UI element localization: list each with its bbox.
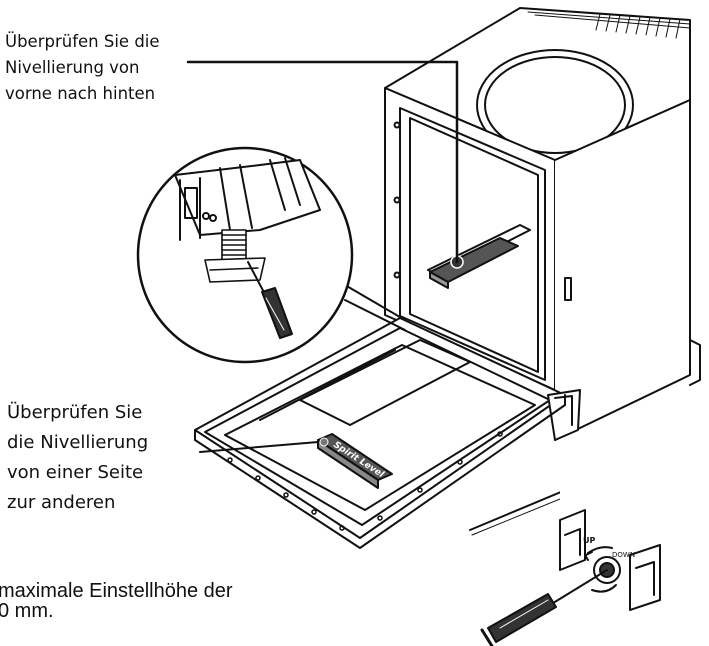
annotation-line: Überprüfen Sie xyxy=(7,402,143,423)
dishwasher-cabinet xyxy=(384,7,701,441)
caption: maximale Einstellhöhe der 0 mm. xyxy=(0,581,233,621)
leader-line-side xyxy=(199,441,319,453)
annotation-side-to-side: Überprüfen Sie die Nivellierung von eine… xyxy=(7,398,148,518)
annotation-line: von einer Seite xyxy=(7,462,144,483)
magnifier-detail xyxy=(136,146,406,364)
down-text: DOWN xyxy=(612,551,635,559)
level-bubble-side-side xyxy=(319,437,329,447)
dishwasher-door: Spirit Level xyxy=(194,317,581,549)
annotation-line: zur anderen xyxy=(7,492,116,513)
annotation-line: die Nivellierung xyxy=(7,432,149,453)
caption-line: 0 mm. xyxy=(0,600,54,622)
leader-line-top xyxy=(186,60,459,264)
up-text: UP xyxy=(583,536,595,545)
annotation-line: Nivellierung von xyxy=(5,58,140,77)
annotation-front-to-back: Überprüfen Sie die Nivellierung von vorn… xyxy=(5,29,160,107)
caption-line: maximale Einstellhöhe der xyxy=(0,580,233,602)
adjustment-detail: UP DOWN xyxy=(469,420,709,646)
annotation-line: Überprüfen Sie die xyxy=(5,32,160,51)
annotation-line: vorne nach hinten xyxy=(5,84,156,103)
